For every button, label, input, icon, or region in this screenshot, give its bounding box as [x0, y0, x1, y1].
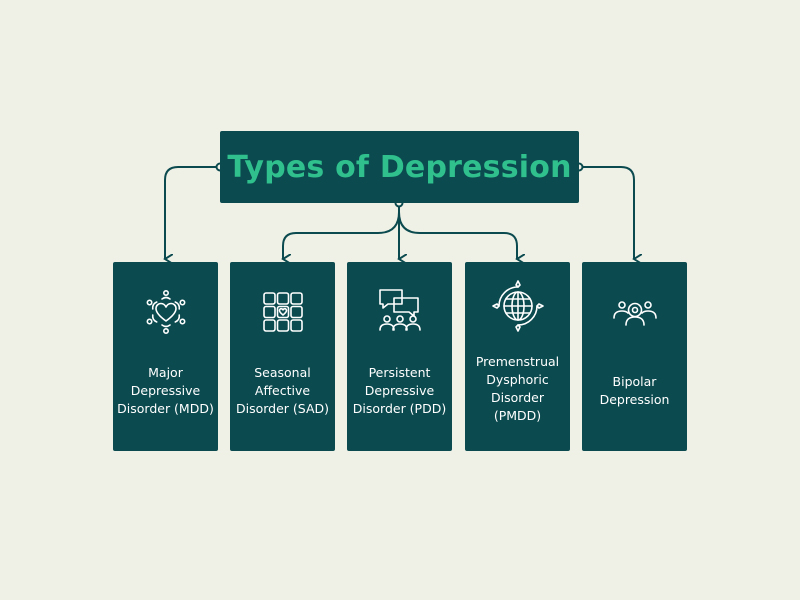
connector-sad: [283, 211, 400, 259]
type-label: Premenstrual Dysphoric Disorder (PMDD): [475, 353, 560, 423]
globe-icon: [465, 280, 570, 332]
group-chat-icon: [347, 286, 452, 338]
calendar-grid-icon: [230, 286, 335, 338]
type-label: Bipolar Depression: [599, 373, 670, 407]
type-card-pdd: Persistent Depressive Disorder (PDD): [347, 262, 452, 451]
connector-pmdd: [398, 211, 517, 259]
type-label: Seasonal Affective Disorder (SAD): [235, 364, 329, 416]
type-card-bipolar: Bipolar Depression: [582, 262, 687, 451]
diagram-title: Types of Depression: [227, 149, 572, 185]
title-box: Types of Depression: [220, 131, 579, 203]
connector-bipolar: [579, 166, 634, 259]
type-label: Persistent Depressive Disorder (PDD): [352, 364, 447, 416]
people-icon: [582, 286, 687, 338]
type-card-mdd: Major Depressive Disorder (MDD): [113, 262, 218, 451]
type-card-sad: Seasonal Affective Disorder (SAD): [230, 262, 335, 451]
connector-mdd: [165, 166, 220, 259]
heart-circle-icon: [113, 286, 218, 338]
type-label: Major Depressive Disorder (MDD): [117, 364, 214, 416]
type-card-pmdd: Premenstrual Dysphoric Disorder (PMDD): [465, 262, 570, 451]
